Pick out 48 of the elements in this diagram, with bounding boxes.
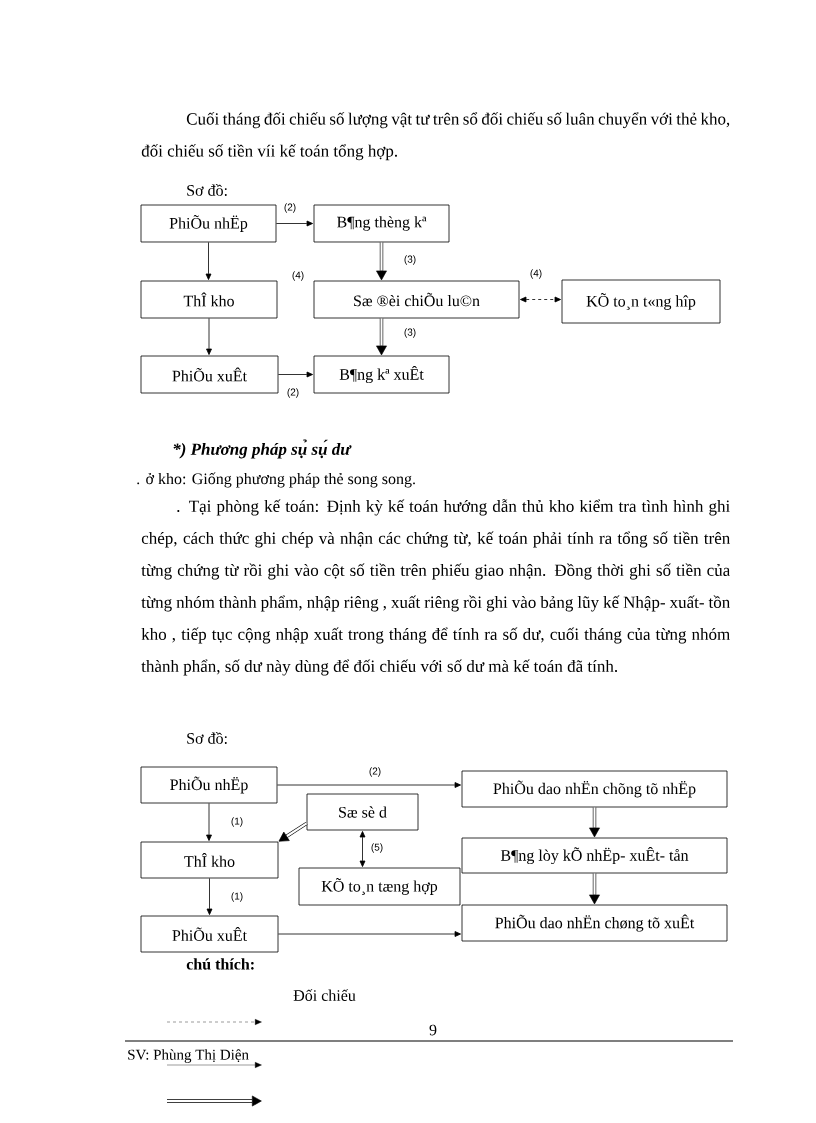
- process-box: KÕ to¸n tæng hợp: [298, 867, 461, 906]
- process-box: B¶ng thèng kª: [313, 204, 450, 243]
- process-box: KÕ to¸n t«ng hîp: [561, 279, 721, 324]
- arrow: [359, 831, 366, 867]
- process-box: ThÎ kho: [140, 280, 278, 319]
- process-box: PhiÕu xuÊt: [140, 355, 279, 394]
- paragraph: Cuối tháng đối chiếu số lượng vật tư trên sổ đối chiếu số luân chuyển với thẻ kho, đối chiếu số tiền víi kế toán tổng hợp.: [141, 112, 730, 161]
- arrow: [277, 782, 461, 788]
- process-box: PhiÕu dao nhËn chøng tõ xuÊt: [461, 904, 728, 942]
- text: Sơ đồ:: [187, 732, 227, 744]
- process-box: B¶ng lòy kÕ nhËp- xuÊt- tån: [461, 837, 728, 874]
- edge-label: (2): [285, 387, 301, 399]
- footer-text: SV: Phùng Thị Diện: [128, 1049, 249, 1063]
- section-heading: *) Phương pháp sụ̉ sụ́ dư: [173, 439, 352, 459]
- arrow: [206, 803, 212, 841]
- process-box: PhiÕu dao nhËn chõng tõ nhËp: [461, 770, 728, 808]
- process-box: Sæ sè d: [306, 793, 419, 831]
- legend-text: Đối chiếu: [293, 989, 356, 1001]
- edge-label: (1): [229, 891, 245, 903]
- edge-label: (2): [282, 202, 298, 214]
- paragraph: . Tại phòng kế toán: Định kỳ kế toán hướng dẫn thủ kho kiểm tra tình hình ghi chép, cách thức ghi chép và nhận các chứng từ, kế toán phải tính ra tổng số tiền trên từng chứng từ rồi ghi vào cột số tiền trên phiếu giao nhận. Đồng thời ghi số tiền của từng nhóm thành phẩm, nhập riêng , xuất riêng rồi ghi vào bảng lũy kế Nhập- xuất- tồn kho , tiếp tục cộng nhập xuất trong tháng để tính ra số dư, cuối tháng của từng nhóm thành phẩn, số dư này dùng để đối chiếu với số dư mà kế toán đã tính.: [141, 499, 730, 676]
- edge-label: (2): [367, 766, 383, 778]
- arrow: [520, 296, 561, 303]
- process-box: PhiÕu nhËp: [140, 766, 278, 804]
- arrow: [589, 873, 600, 905]
- edge-label: (3): [402, 327, 418, 339]
- arrow: [376, 318, 387, 356]
- arrow: [278, 822, 308, 842]
- arrow: [278, 371, 313, 378]
- process-box: ThÎ kho: [140, 841, 279, 879]
- arrow: [376, 242, 387, 281]
- edge-label: (5): [369, 842, 385, 854]
- process-box: Sæ ®èi chiÕu lu©n: [313, 280, 520, 319]
- text: . ở kho: Giống phương pháp thẻ song song.: [137, 472, 415, 488]
- process-box: B¶ng kª xuÊt: [313, 355, 450, 394]
- page-number: 9: [429, 1024, 437, 1036]
- callout-number: (4): [292, 271, 304, 281]
- edge-label: (1): [229, 816, 245, 828]
- arrow: [589, 807, 600, 838]
- edge-label: (3): [402, 254, 418, 266]
- arrow: [278, 931, 461, 937]
- arrow: [205, 242, 212, 280]
- arrow: [276, 220, 313, 227]
- arrow: [206, 318, 212, 355]
- process-box: PhiÕu nhËp: [140, 204, 277, 243]
- edge-label: (4): [528, 268, 544, 280]
- arrow: [206, 878, 213, 915]
- process-box: PhiÕu xuÊt: [140, 915, 279, 953]
